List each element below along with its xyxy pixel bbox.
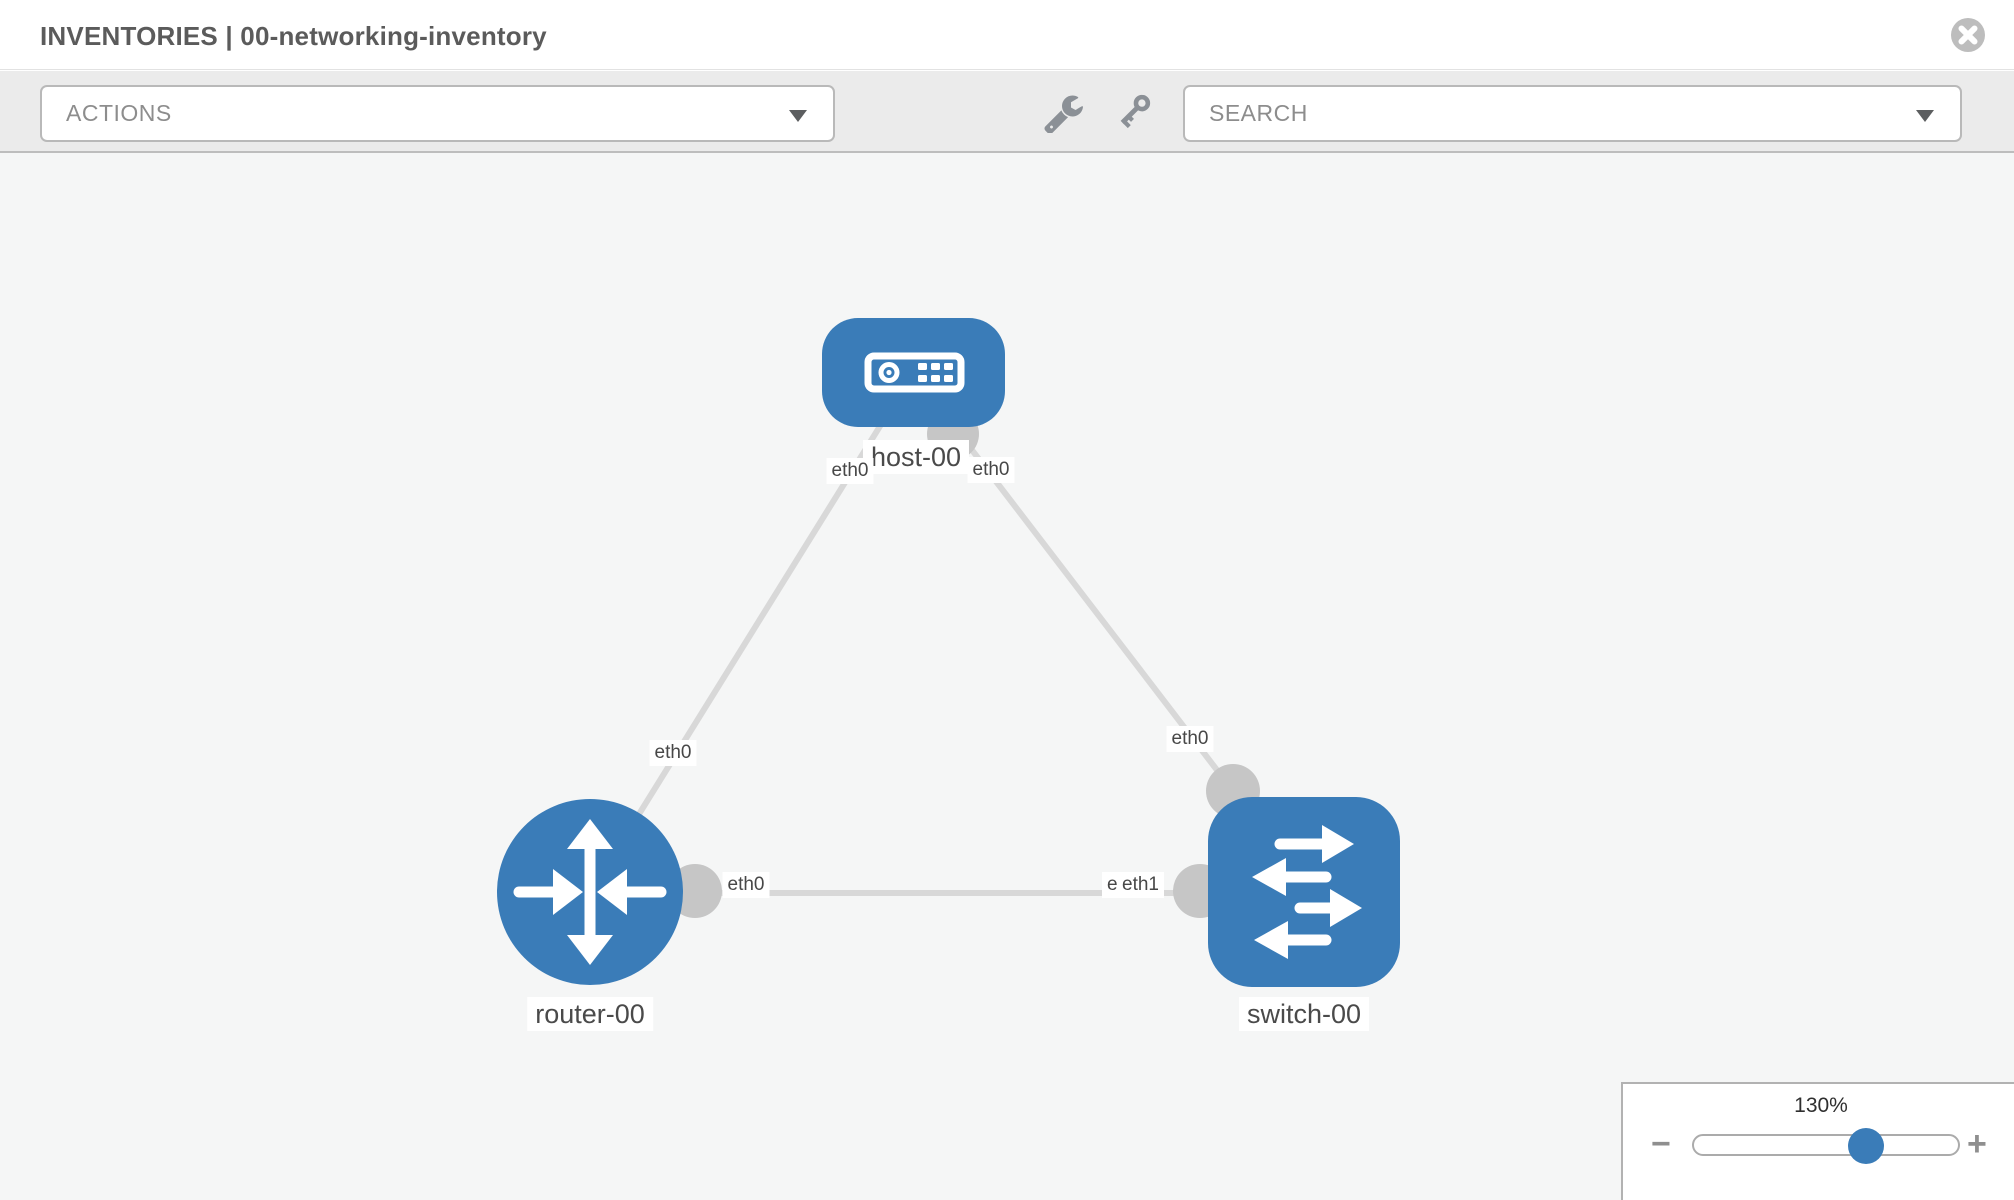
node-switch-00[interactable] [1208,797,1400,987]
actions-dropdown[interactable]: ACTIONS [40,85,835,142]
actions-dropdown-label: ACTIONS [66,100,172,126]
host-icon [864,352,965,393]
topology-canvas[interactable]: host-00 router-00 switch-00 eth0 eth0 et… [0,153,2014,1200]
zoom-level: 130% [1794,1094,1848,1117]
interface-label: eth0 [967,457,1015,483]
interface-label-overlap-group: eth0 eth1 [1102,872,1182,898]
node-host-00[interactable] [822,318,1005,427]
interface-label: eth0 [826,458,874,484]
zoom-slider[interactable] [1692,1128,1960,1164]
zoom-panel: 130% − + [1621,1082,2014,1200]
x-circle-icon [1951,18,1985,52]
toolbar: ACTIONS SEARCH [0,71,2014,153]
interface-label: eth1 [1117,872,1164,898]
search-dropdown[interactable]: SEARCH [1183,85,1962,142]
links-layer [587,371,1304,918]
key-button[interactable] [1112,91,1154,133]
zoom-in-button[interactable]: + [1967,1125,1987,1163]
header-bar: INVENTORIES | 00-networking-inventory [0,0,2014,70]
node-label-router: router-00 [527,997,653,1031]
zoom-out-button[interactable]: − [1651,1125,1671,1163]
key-icon [1120,94,1151,129]
close-button[interactable] [1950,17,1986,53]
wrench-button[interactable] [1044,91,1086,133]
search-placeholder: SEARCH [1209,100,1308,126]
node-router-00[interactable] [497,799,683,985]
switch-icon [1252,825,1362,959]
wrench-icon [1044,95,1083,133]
interface-label: eth0 [1166,726,1214,752]
node-label-host: host-00 [862,440,970,474]
interface-label: eth0 [722,872,770,898]
zoom-slider-thumb[interactable] [1848,1128,1884,1164]
chevron-down-icon [789,110,807,122]
node-label-switch: switch-00 [1238,997,1370,1031]
router-icon [513,819,667,965]
page-title: INVENTORIES | 00-networking-inventory [40,21,547,51]
chevron-down-icon [1916,110,1934,122]
interface-label: eth0 [649,740,697,766]
